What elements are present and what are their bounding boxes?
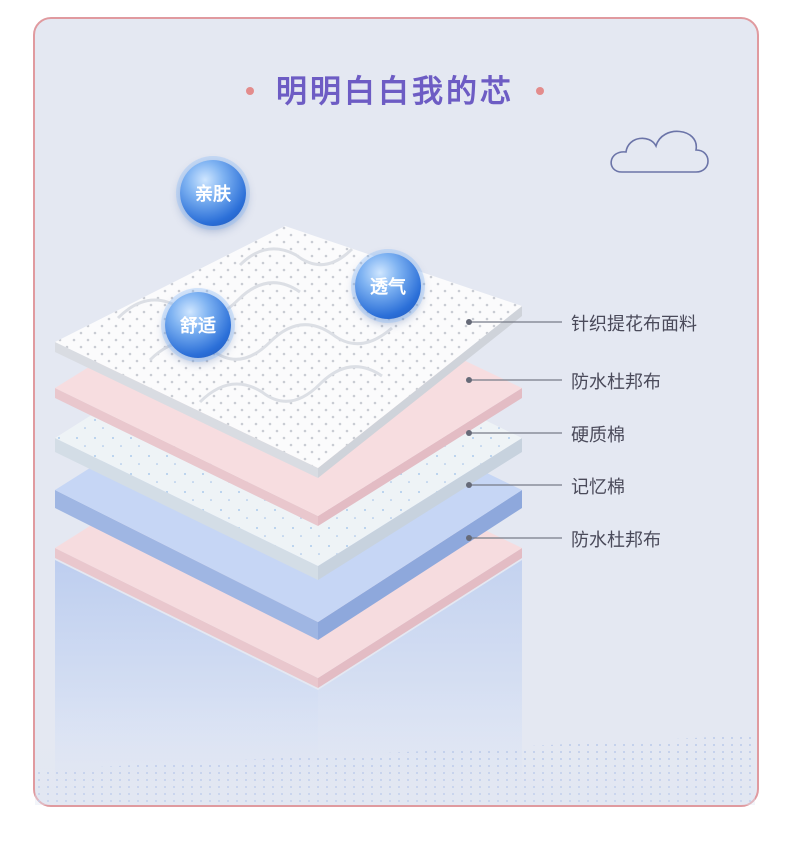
cloud-icon	[610, 130, 709, 173]
bubble-label: 舒适	[180, 316, 216, 337]
leader-dot	[466, 377, 472, 383]
title-text: 明明白白我的芯	[276, 74, 514, 110]
leader-dot	[466, 430, 472, 436]
label-knit-fabric: 针织提花布面料	[571, 314, 697, 335]
label-waterproof-bottom: 防水杜邦布	[571, 530, 661, 551]
label-hard-cotton: 硬质棉	[571, 425, 625, 446]
bubble-comfort: 舒适	[165, 292, 231, 358]
leader-lines	[469, 321, 562, 539]
label-waterproof-top: 防水杜邦布	[571, 372, 661, 393]
title-dot-right	[536, 86, 544, 95]
bubble-skin-friendly: 亲肤	[180, 160, 246, 226]
page-title: 明明白白我的芯	[0, 66, 790, 111]
bubble-label: 亲肤	[195, 184, 231, 205]
bubble-label: 透气	[370, 277, 406, 298]
leader-dot	[466, 482, 472, 488]
floor-dots	[35, 690, 755, 805]
title-dot-left	[246, 86, 254, 95]
leader-dot	[466, 319, 472, 325]
leader-dot	[466, 535, 472, 541]
label-memory-foam: 记忆棉	[571, 477, 625, 498]
bubble-breathable: 透气	[355, 253, 421, 319]
